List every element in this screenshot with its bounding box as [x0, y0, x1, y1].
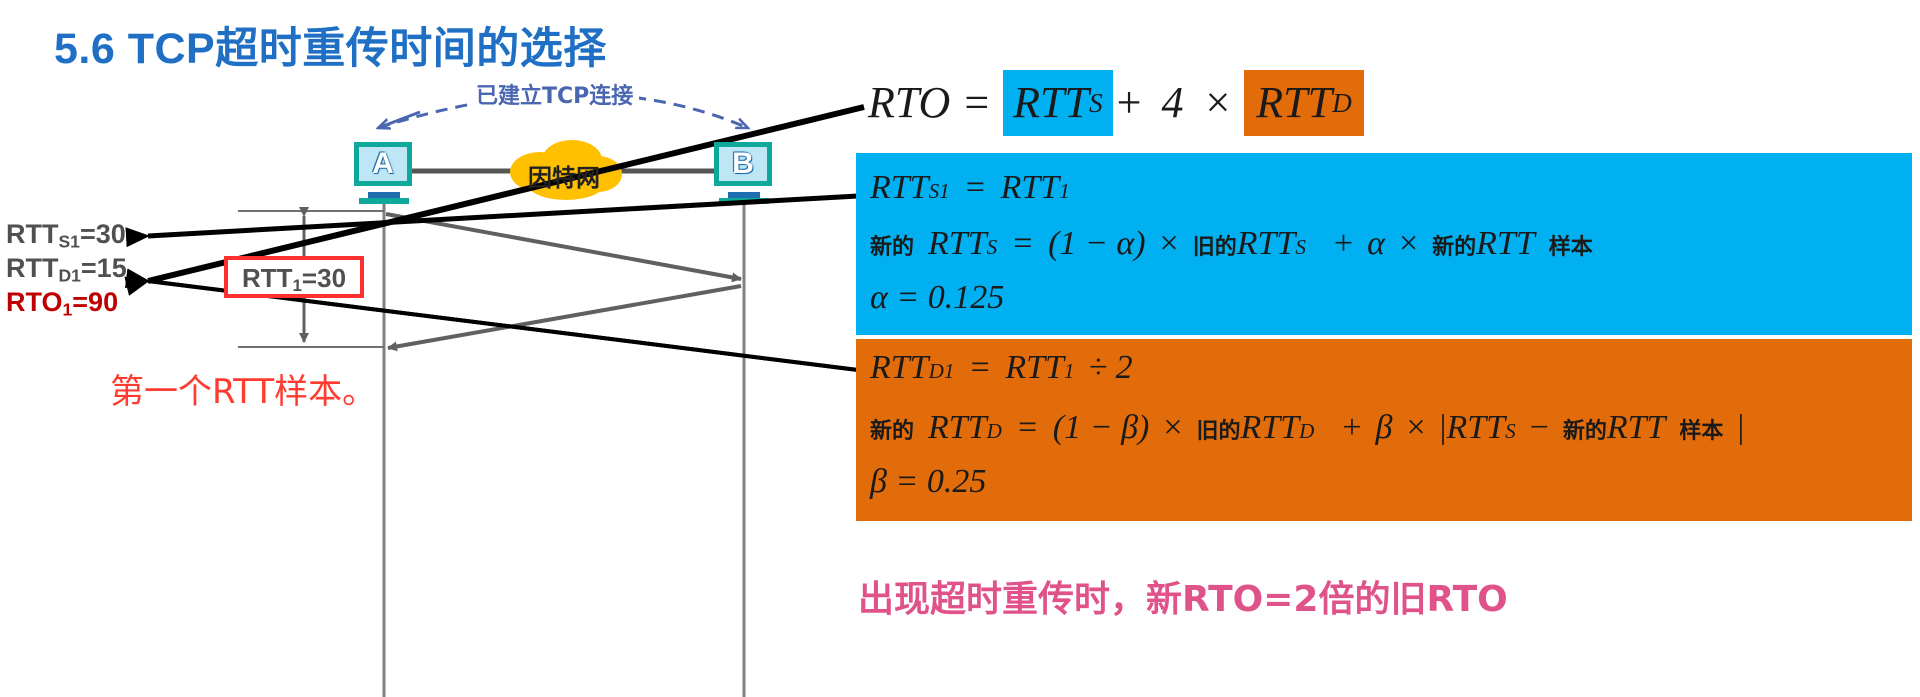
node-a-base: [368, 192, 400, 198]
o2-plus: +: [1342, 409, 1362, 446]
b2-times2: ×: [1398, 225, 1419, 262]
rtts1-suffix: =30: [79, 219, 126, 249]
o1-div: ÷ 2: [1088, 349, 1133, 386]
o2-abs-open: |: [1439, 409, 1447, 446]
o2-sub3: S: [1505, 419, 1516, 443]
o2-abs-close: |: [1737, 409, 1745, 446]
b1-lhs-sub: S1: [928, 179, 950, 203]
o2-old: 旧的: [1196, 419, 1241, 444]
b2-times: ×: [1159, 225, 1179, 262]
network-label: 因特网: [528, 164, 600, 192]
o2-eq: =: [1015, 409, 1039, 446]
rto1-suffix: =90: [72, 287, 119, 317]
rto-lhs: RTO: [868, 78, 951, 127]
o2-var2: RTT: [1240, 409, 1300, 446]
o2-times2: ×: [1406, 409, 1426, 446]
b2-var: RTT: [928, 225, 987, 262]
b2-eq: =: [1011, 225, 1035, 262]
o2-sub: D: [986, 419, 1002, 443]
b2-alpha: α: [1367, 225, 1385, 262]
o1-rhs-sub: 1: [1063, 359, 1075, 383]
rto1-sub: 1: [62, 299, 73, 320]
rtts-var: RTT: [1013, 78, 1089, 127]
b2-sub: S: [986, 235, 998, 259]
b2-new: 新的: [870, 235, 915, 260]
rtts1-sub: S1: [58, 231, 80, 252]
first-sample-note: 第一个RTT样本。: [110, 372, 377, 412]
rtt1-sub: 1: [292, 276, 302, 296]
page-title: 5.6 TCP超时重传时间的选择: [54, 25, 607, 73]
rttd1-prefix: RTT: [6, 253, 59, 283]
o2-var3: RTT: [1446, 409, 1506, 446]
rtts1-label: RTTS1=30: [6, 219, 126, 252]
rto-times: ×: [1205, 78, 1231, 127]
b2-sub2: S: [1295, 235, 1306, 259]
segment-a-to-b: [385, 212, 742, 283]
b1-eq: =: [963, 169, 987, 206]
b1-lhs: RTT: [870, 169, 929, 206]
rto-four: 4: [1161, 78, 1184, 127]
rtts-sub: S: [1088, 88, 1103, 118]
rttd-sub: D: [1332, 88, 1352, 118]
o2-new: 新的: [870, 419, 915, 444]
node-b: B: [714, 142, 772, 186]
pointer-rtts1: [125, 193, 859, 248]
o1-eq: =: [968, 349, 992, 386]
b1-rhs-sub: 1: [1059, 179, 1070, 203]
node-b-base: [728, 192, 760, 198]
o1-lhs: RTT: [870, 349, 929, 386]
b2-var2: RTT: [1236, 225, 1296, 262]
b2-plus: +: [1333, 225, 1354, 262]
ack-b-to-a: [387, 284, 742, 352]
alpha-value: α = 0.125: [870, 279, 1005, 316]
o2-sub2: D: [1299, 419, 1315, 443]
b1-rhs: RTT: [1000, 169, 1060, 206]
connection-label: 已建立TCP连接: [470, 78, 640, 110]
rttd-var: RTT: [1256, 78, 1333, 127]
o2-factor: (1 − β): [1052, 409, 1150, 446]
b2-var3: RTT: [1476, 225, 1535, 262]
pointer-rto1: [124, 104, 865, 296]
connection-arc-start: [378, 110, 421, 128]
rtt1-prefix: RTT: [241, 263, 293, 293]
rtt1-suffix: =30: [301, 263, 347, 293]
o2-var4: RTT: [1606, 409, 1666, 446]
rto1-prefix: RTO: [6, 287, 63, 317]
o2-var: RTT: [928, 409, 987, 446]
o2-new2: 新的: [1562, 419, 1607, 444]
o2-times: ×: [1163, 409, 1183, 446]
node-a: A: [354, 142, 412, 186]
o2-beta: β: [1375, 409, 1393, 446]
timeout-note: 出现超时重传时，新RTO=2倍的旧RTO: [858, 579, 1508, 620]
node-a-stand: [359, 198, 409, 204]
o2-sample: 样本: [1679, 419, 1724, 444]
b2-factor: (1 − α): [1048, 225, 1146, 262]
rttd1-sub: D1: [58, 265, 81, 286]
rto-eq: =: [964, 78, 990, 127]
b2-sample: 样本: [1548, 235, 1593, 260]
rto-plus: +: [1116, 78, 1142, 127]
o1-rhs: RTT: [1005, 349, 1064, 386]
rtts1-prefix: RTT: [6, 219, 59, 249]
o1-lhs-sub: D1: [928, 359, 955, 383]
o2-minus: −: [1529, 409, 1549, 446]
b2-old: 旧的: [1192, 235, 1237, 260]
b2-new2: 新的: [1432, 235, 1477, 260]
rttd1-label: RTTD1=15: [6, 253, 127, 286]
rttd1-suffix: =15: [80, 253, 127, 283]
rtt1-box: RTT1=30: [224, 256, 364, 298]
beta-value: β = 0.25: [870, 463, 987, 500]
rto1-label: RTO1=90: [6, 287, 118, 320]
